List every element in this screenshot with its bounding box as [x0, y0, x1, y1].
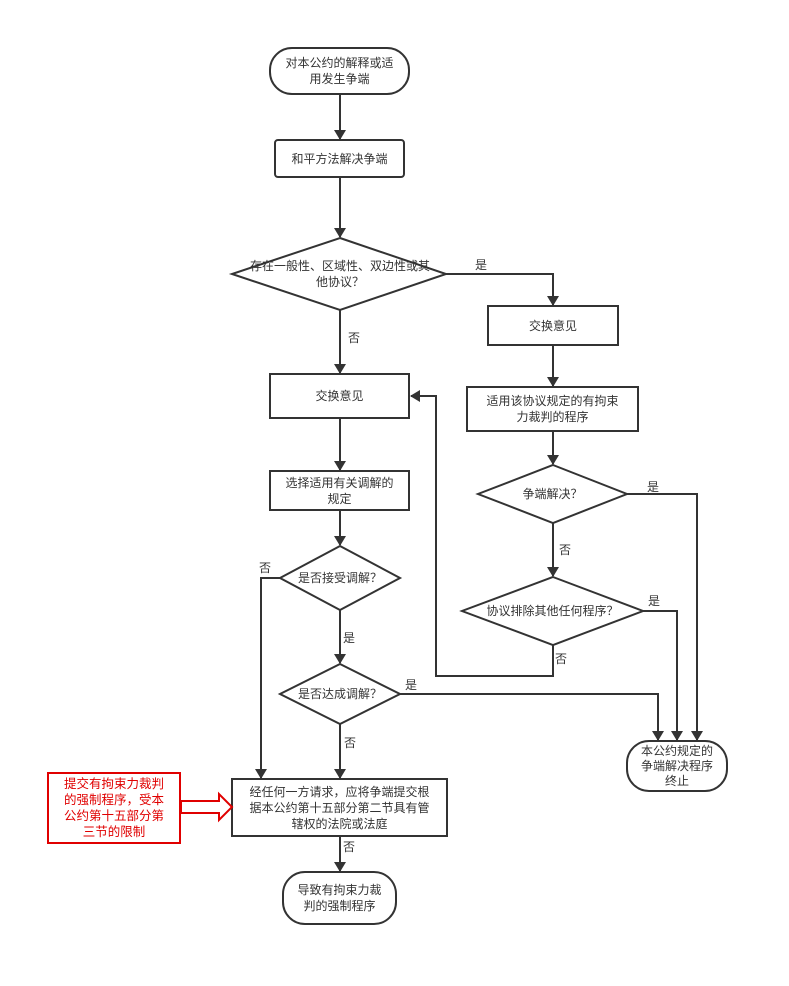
terminate-text: 本公约规定的 争端解决程序 终止: [640, 743, 713, 788]
accept-conciliation-text: 是否接受调解？: [297, 571, 382, 585]
edge-label-yes: 是: [343, 631, 356, 645]
limitation-arrow: [180, 791, 234, 823]
exclude-other-text: 协议排除其他任何程序？: [486, 604, 619, 618]
edge: [400, 693, 664, 741]
apply-agreement-box: [466, 386, 639, 432]
edge: [410, 390, 554, 677]
exchange-right-text: 交换意见: [528, 318, 577, 333]
edge-label-yes: 是: [475, 258, 488, 272]
exchange-right-box: [487, 305, 619, 346]
select-conciliation-box: [269, 470, 410, 511]
reach-conciliation-text: 是否达成调解？: [297, 687, 382, 701]
edge-label-yes: 是: [648, 594, 661, 608]
resolved-text: 争端解决？: [522, 487, 583, 501]
edge: [643, 610, 683, 741]
start-text: 对本公约的解释或适 用发生争端: [285, 56, 394, 86]
edge-label-no: 否: [344, 736, 357, 750]
limitation-text: 提交有拘束力裁判 的强制程序，受本 公约第十五部分第 三节的限制: [63, 776, 164, 839]
peaceful-text: 和平方法解决争端: [291, 151, 388, 166]
limitation-box: [47, 772, 181, 844]
edge-label-yes: 是: [405, 678, 418, 692]
other-agreement-text: 存在一般性、区域性、双边性或其 他协议？: [249, 259, 430, 289]
compulsory-text: 导致有拘束力裁 判的强制程序: [297, 883, 382, 913]
edge-label-yes: 是: [647, 480, 660, 494]
edge-label-no: 否: [259, 561, 272, 575]
apply-agreement-text: 适用该协议规定的有拘束 力裁判的程序: [486, 394, 619, 424]
edge-label-no: 否: [343, 840, 356, 854]
select-conciliation-text: 选择适用有关调解的 规定: [285, 475, 394, 506]
terminate-terminal: [626, 740, 728, 792]
edge: [627, 493, 703, 741]
edge: [446, 273, 559, 306]
edge-label-no: 否: [559, 543, 572, 557]
edge: [255, 577, 280, 779]
edge-label-no: 否: [348, 331, 361, 345]
exchange-left-text: 交换意见: [315, 389, 364, 403]
submit-court-text: 经任何一方请求，应将争端提交根 据本公约第十五部分第二节具有管 辖权的法院或法庭: [249, 784, 430, 831]
edge-label-no: 否: [555, 652, 568, 666]
compulsory-terminal: [282, 871, 397, 925]
